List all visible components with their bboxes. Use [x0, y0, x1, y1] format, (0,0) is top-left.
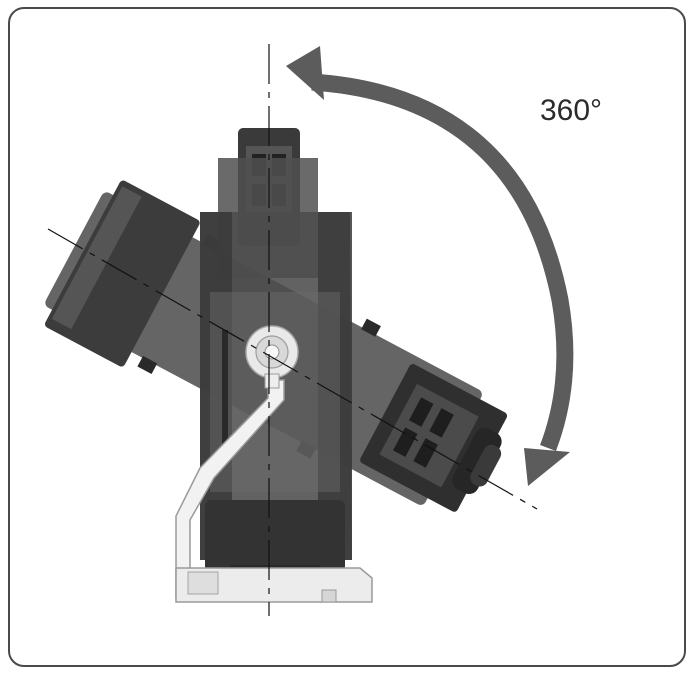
rotation-arrow	[286, 46, 574, 486]
axis-lines	[47, 44, 538, 616]
arrow-head-top	[286, 46, 324, 100]
arrow-head-bottom	[524, 448, 570, 486]
rotation-angle-label: 360°	[540, 94, 602, 127]
stand-bracket	[175, 379, 373, 603]
tilted-axis	[47, 228, 538, 510]
